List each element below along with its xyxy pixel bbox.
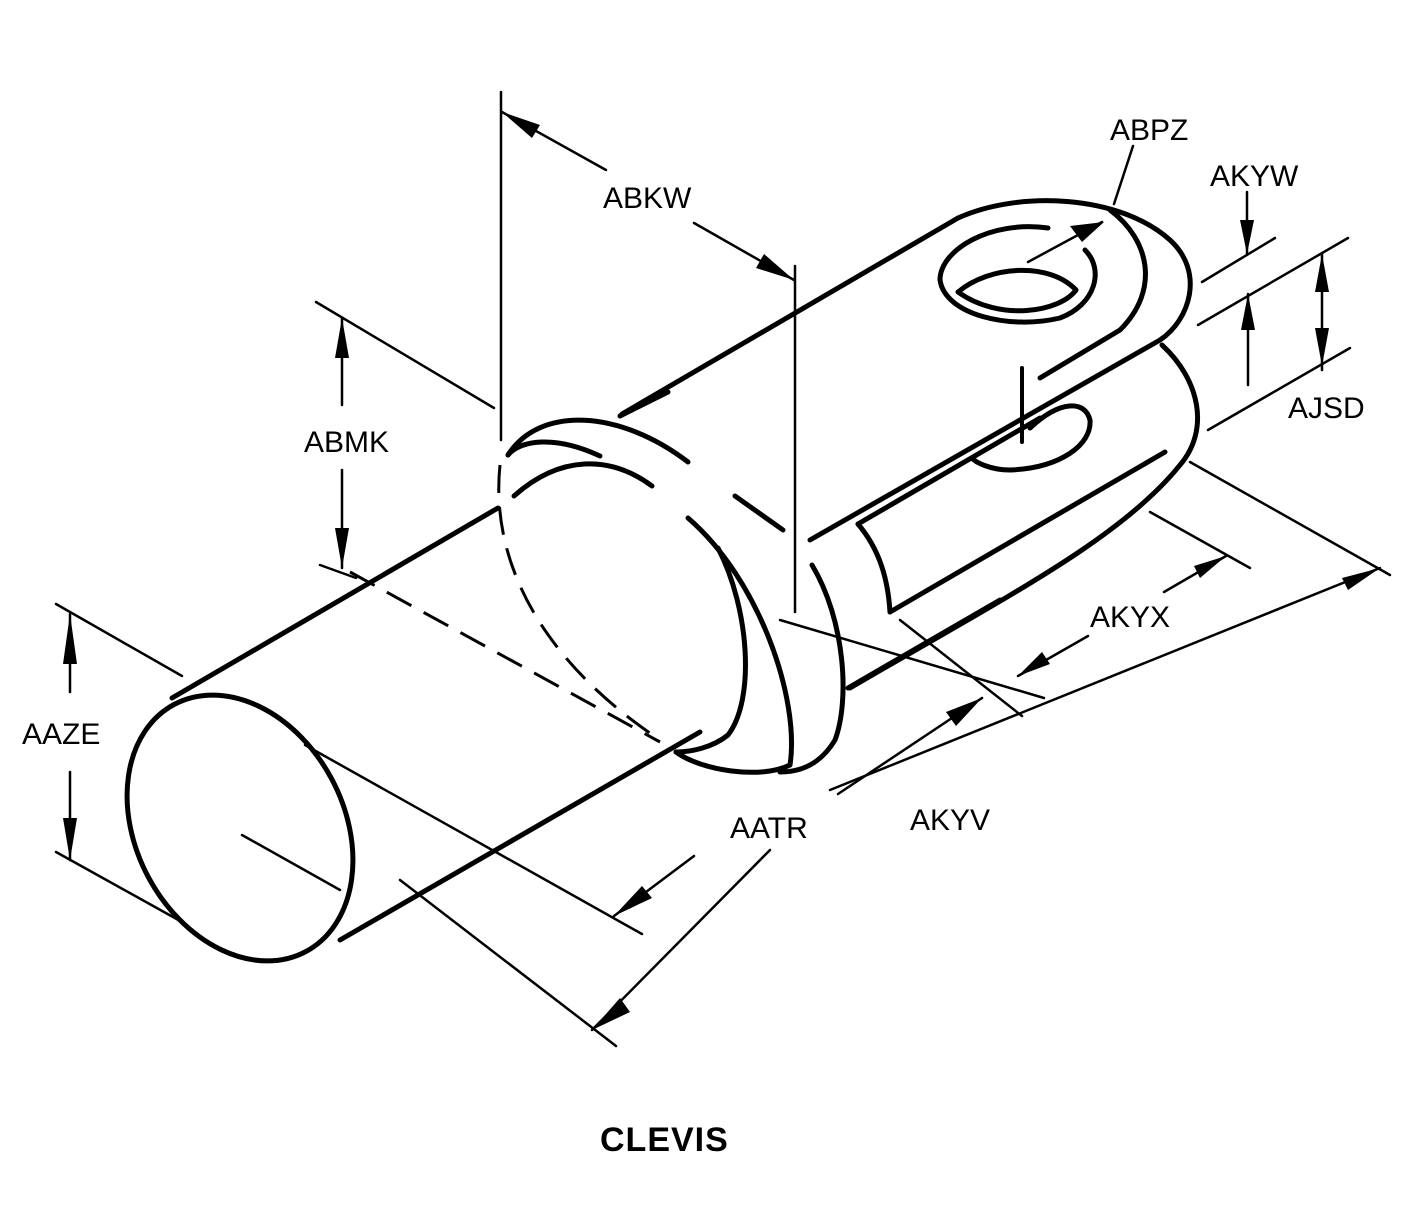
flange-inner-arc-2 bbox=[505, 439, 603, 459]
abmk-arrowhead-down bbox=[335, 528, 349, 568]
label-akyv: AKYV bbox=[910, 804, 990, 837]
aatr-arrowhead-left bbox=[614, 886, 652, 916]
abkw-arrowhead-left bbox=[502, 112, 540, 138]
lower-hole bbox=[969, 403, 1093, 473]
label-akyx: AKYX bbox=[1090, 601, 1170, 634]
akyv-line-upper bbox=[828, 566, 1382, 792]
slot-end bbox=[855, 521, 893, 615]
flange-hidden-ellipse bbox=[497, 464, 661, 742]
upper-lug-edge bbox=[1037, 207, 1148, 381]
flange-front-crescent-inner bbox=[673, 545, 748, 755]
slot-bottom-edge bbox=[887, 449, 1168, 615]
shank-bottom-edge bbox=[337, 729, 703, 943]
akyv-extension-left bbox=[398, 878, 618, 1048]
flange-dash-edge bbox=[732, 493, 786, 533]
akyw-extension-top bbox=[1200, 236, 1277, 284]
abkw-arrowhead-right bbox=[756, 254, 794, 280]
aaze-arrowhead-up bbox=[63, 614, 77, 664]
aaze-extension-bottom bbox=[54, 850, 184, 924]
label-abmk: ABMK bbox=[304, 426, 389, 459]
akyv-arrowhead-right bbox=[1342, 568, 1380, 590]
pin-holes bbox=[937, 224, 1098, 473]
label-akyw: AKYW bbox=[1210, 160, 1299, 193]
akyv-line-lower bbox=[590, 848, 772, 1032]
upper-hole-outer bbox=[937, 224, 1098, 325]
label-abkw: ABKW bbox=[603, 182, 692, 215]
abpz-leader bbox=[1112, 144, 1135, 206]
dimension-lines bbox=[54, 90, 1392, 1048]
label-ajsd: AJSD bbox=[1288, 392, 1365, 425]
drawing-title: CLEVIS bbox=[600, 1121, 729, 1159]
akyx-extension-left bbox=[898, 618, 1024, 718]
abmk-arrowhead-up bbox=[335, 318, 349, 358]
akyx-arrowhead-left bbox=[1018, 652, 1050, 676]
ajsd-arrowhead-up bbox=[1315, 254, 1329, 292]
upper-hole-inner bbox=[955, 267, 1079, 314]
akyv-arrowhead-left bbox=[592, 998, 630, 1030]
flange-inner-arc bbox=[511, 461, 655, 499]
flange-top-arc bbox=[505, 417, 691, 465]
aatr-extension-right bbox=[778, 618, 1046, 700]
aatr-extension-left bbox=[303, 743, 644, 936]
aaze-extension-top bbox=[54, 602, 184, 678]
shank-top-edge bbox=[169, 505, 501, 701]
akyw-arrowhead-up bbox=[1241, 294, 1255, 330]
shank-end-face bbox=[124, 692, 356, 964]
body-top-edge bbox=[619, 215, 961, 417]
ajsd-extension-bottom bbox=[1206, 346, 1352, 432]
flange-front-crescent-outer bbox=[673, 515, 794, 775]
label-aatr: AATR bbox=[730, 812, 808, 845]
akyx-arrowhead-right bbox=[1194, 556, 1226, 578]
akyv-extension-right bbox=[1188, 460, 1392, 577]
shank bbox=[124, 505, 703, 964]
aatr-arrowhead-right bbox=[946, 698, 982, 726]
shank-hidden-centerline bbox=[349, 570, 661, 744]
body-bottom-edge bbox=[845, 597, 1003, 691]
abmk-extension-bottom bbox=[318, 563, 358, 580]
flange-rim bbox=[777, 562, 846, 775]
aaze-arrowhead-down bbox=[63, 818, 77, 860]
slot-top-edge bbox=[855, 415, 1043, 527]
abpz-arrowhead bbox=[1070, 222, 1104, 242]
label-aaze: AAZE bbox=[22, 718, 100, 751]
shank-centerline bbox=[240, 833, 342, 892]
akyx-extension-right bbox=[1148, 510, 1252, 570]
dimension-labels: ABPZ AKYW AJSD ABKW ABMK AAZE AKYX AATR … bbox=[22, 114, 1365, 1159]
upper-lug-outline bbox=[807, 198, 1193, 543]
akyw-extension-bottom bbox=[1196, 236, 1350, 327]
akyw-arrowhead-down bbox=[1240, 220, 1254, 254]
fork-body bbox=[619, 198, 1201, 691]
ajsd-arrowhead-down bbox=[1315, 328, 1329, 366]
label-abpz: ABPZ bbox=[1110, 114, 1188, 147]
abmk-extension-top bbox=[314, 300, 496, 410]
flange bbox=[497, 389, 846, 775]
